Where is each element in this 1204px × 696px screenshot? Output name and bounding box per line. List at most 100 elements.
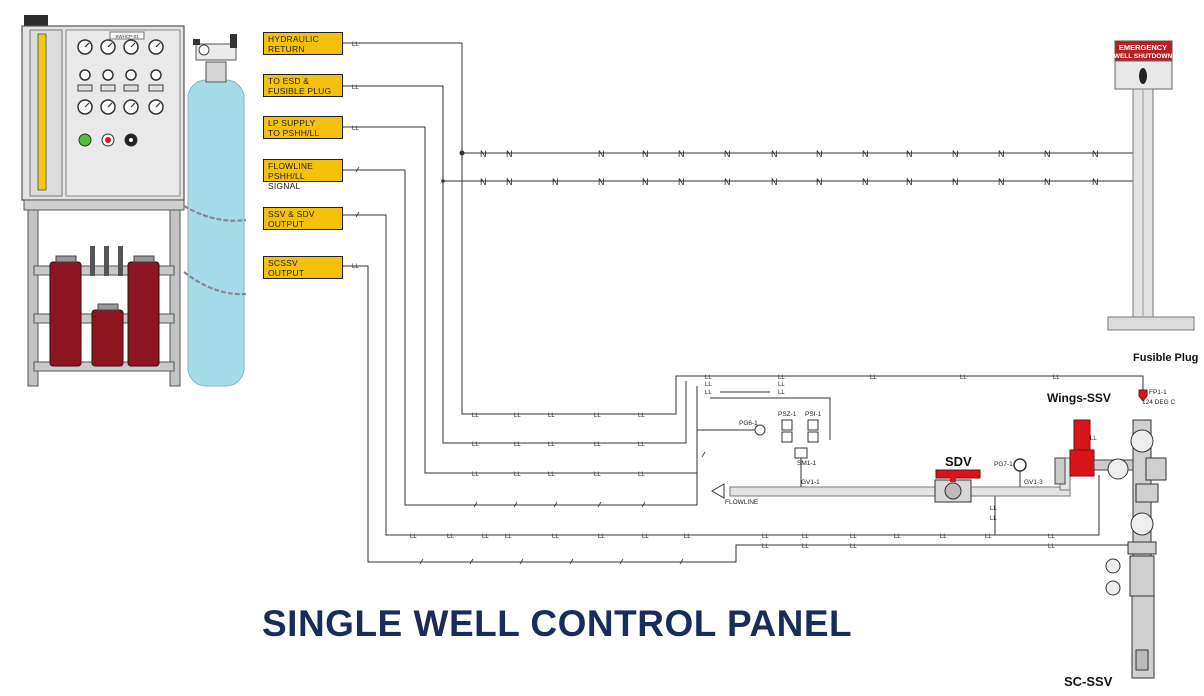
pressure-switches	[754, 419, 819, 487]
svg-text:N: N	[906, 177, 913, 187]
restraint-chains	[183, 205, 247, 296]
label-fusible-plug: Fusible Plug	[1133, 352, 1199, 364]
svg-text:N: N	[862, 177, 869, 187]
svg-text:LL: LL	[447, 534, 454, 540]
svg-text:N: N	[642, 177, 649, 187]
svg-text:N: N	[642, 149, 649, 159]
esd-station	[1107, 40, 1195, 331]
esd-title-line2: WELL SHUTDOWN	[1114, 53, 1173, 60]
fusible-plug-icon	[1138, 389, 1148, 402]
svg-text:LL: LL	[410, 534, 417, 540]
hydraulic-line-markers: LL LL LL LL LL LL LL LL LL LL LL LL LL LL LL LL LL LL…	[352, 42, 1097, 550]
svg-text:N: N	[771, 149, 778, 159]
svg-text:LL: LL	[778, 375, 785, 381]
svg-text:N: N	[598, 177, 605, 187]
svg-text:N: N	[1092, 149, 1099, 159]
svg-text:LL: LL	[514, 413, 521, 419]
svg-text:N: N	[552, 177, 559, 187]
svg-text:N: N	[952, 177, 959, 187]
label-sdv: SDV	[945, 454, 972, 469]
svg-text:N: N	[906, 149, 913, 159]
tag-psi-1: PSI-1	[805, 411, 822, 418]
tag-fp-temp: 124 DEG C	[1142, 399, 1176, 406]
svg-text:LL: LL	[705, 390, 712, 396]
esd-title-line1: EMERGENCY	[1119, 43, 1167, 52]
svg-text:N: N	[952, 149, 959, 159]
svg-text:LL: LL	[552, 534, 559, 540]
svg-text:N: N	[724, 149, 731, 159]
svg-text:N: N	[506, 149, 513, 159]
nitrogen-cylinder	[187, 34, 245, 387]
svg-text:LL: LL	[352, 42, 359, 48]
svg-text:LL: LL	[642, 534, 649, 540]
tag-flowline: FLOWLINE	[725, 499, 759, 506]
svg-text:LL: LL	[594, 413, 601, 419]
svg-text:LL: LL	[762, 534, 769, 540]
svg-text:LL: LL	[1090, 436, 1097, 442]
svg-text:LL: LL	[1048, 544, 1055, 550]
svg-text:N: N	[678, 177, 685, 187]
svg-text:LL: LL	[638, 413, 645, 419]
svg-text:N: N	[1092, 177, 1099, 187]
svg-text:N: N	[998, 149, 1005, 159]
svg-text:LL: LL	[990, 516, 997, 522]
svg-text:LL: LL	[638, 472, 645, 478]
svg-text:LL: LL	[705, 375, 712, 381]
svg-text:LL: LL	[352, 264, 359, 270]
svg-text:N: N	[506, 177, 513, 187]
svg-text:N: N	[480, 177, 487, 187]
svg-text:LL: LL	[472, 442, 479, 448]
tag-psz-1: PSZ-1	[778, 411, 797, 418]
svg-text:LL: LL	[548, 413, 555, 419]
tag-gv1-3: GV1-3	[1024, 479, 1043, 486]
svg-text:LL: LL	[985, 534, 992, 540]
svg-text:N: N	[1044, 149, 1051, 159]
svg-text:LL: LL	[990, 506, 997, 512]
svg-text:LL: LL	[705, 382, 712, 388]
svg-text:N: N	[678, 149, 685, 159]
svg-text:LL: LL	[594, 472, 601, 478]
svg-text:LL: LL	[762, 544, 769, 550]
tag-fp1-1: FP1-1	[1149, 389, 1167, 396]
svg-text:LL: LL	[472, 413, 479, 419]
svg-text:LL: LL	[684, 534, 691, 540]
control-panel-cabinet: SWHCP-01	[21, 15, 185, 387]
svg-text:LL: LL	[472, 472, 479, 478]
svg-text:LL: LL	[505, 534, 512, 540]
svg-text:LL: LL	[802, 534, 809, 540]
tag-gv1-1: GV1-1	[801, 479, 820, 486]
svg-text:N: N	[1044, 177, 1051, 187]
svg-text:N: N	[598, 149, 605, 159]
tag-pg6-1: PG6-1	[739, 420, 758, 427]
svg-text:N: N	[480, 149, 487, 159]
svg-text:LL: LL	[940, 534, 947, 540]
svg-text:LL: LL	[514, 472, 521, 478]
panel-plate: SWHCP-01	[115, 34, 139, 39]
svg-text:LL: LL	[352, 126, 359, 132]
svg-text:LL: LL	[548, 442, 555, 448]
svg-text:LL: LL	[352, 85, 359, 91]
signal-ticks	[355, 166, 706, 565]
page-title: SINGLE WELL CONTROL PANEL	[262, 603, 853, 644]
svg-text:LL: LL	[850, 544, 857, 550]
svg-text:LL: LL	[482, 534, 489, 540]
svg-text:LL: LL	[778, 382, 785, 388]
svg-text:N: N	[771, 177, 778, 187]
svg-text:LL: LL	[960, 375, 967, 381]
svg-text:N: N	[862, 149, 869, 159]
svg-text:LL: LL	[548, 472, 555, 478]
svg-text:LL: LL	[778, 390, 785, 396]
svg-text:N: N	[998, 177, 1005, 187]
svg-text:LL: LL	[870, 375, 877, 381]
tag-sm1-1: SM1-1	[797, 460, 817, 467]
tag-esd-fusible-plug: TO ESD &FUSIBLE PLUG	[263, 74, 343, 97]
label-wings-ssv: Wings-SSV	[1047, 391, 1111, 405]
svg-text:LL: LL	[594, 442, 601, 448]
